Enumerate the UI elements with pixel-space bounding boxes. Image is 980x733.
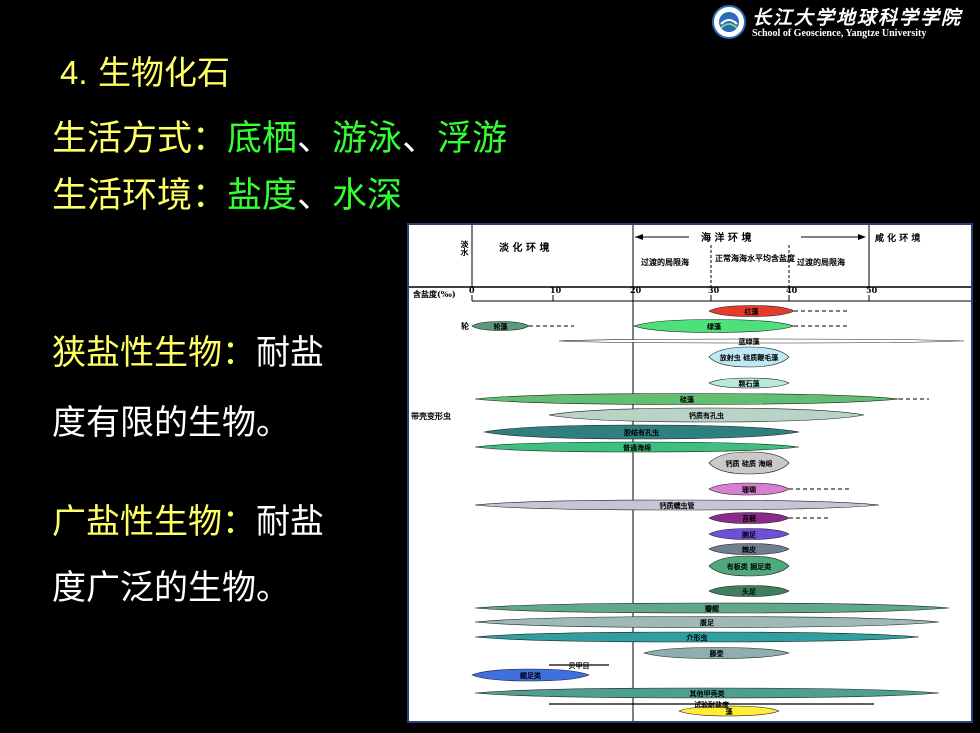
logo-chinese-name: 长江大学地球科学学院 (752, 7, 963, 29)
band-label: 轮藻 (494, 322, 509, 331)
lifestyle-benthic: 底栖 (227, 119, 298, 159)
tolerance-band (643, 647, 790, 659)
tolerance-band (474, 687, 940, 699)
band-label: 蓝绿藻 (739, 337, 761, 346)
header-fresh: 淡水 (459, 240, 470, 257)
side-label-rotifer: 轮 (461, 321, 469, 331)
lifestyle-line: 生活方式：底栖、游泳、浮游 (52, 110, 507, 161)
diagram-canvas: 淡水 淡 化 环 境 海 洋 环 境 咸 化 环 境 过渡的局限海 正常海海水平… (409, 225, 971, 721)
band-label: 红藻 (745, 307, 760, 316)
stenohaline-line2: 度有限的生物。 (52, 403, 290, 443)
tick-label: 20 (630, 285, 642, 295)
tolerance-band (708, 451, 790, 475)
tick-label: 50 (866, 285, 878, 295)
tick-label: 30 (708, 285, 720, 295)
tolerance-band (708, 555, 790, 577)
separator: 、 (402, 119, 438, 159)
stenohaline-text-a: 耐盐 (256, 333, 324, 373)
tolerance-band (708, 377, 790, 389)
band-label: 腕足 (741, 530, 757, 539)
tolerance-band (474, 631, 920, 643)
emblem-icon (712, 5, 746, 39)
euryhaline-line2: 度广泛的生物。 (52, 568, 290, 608)
band-label: 有板类 掘足类 (727, 562, 772, 571)
euryhaline-label: 广盐性生物： (52, 502, 256, 542)
band-label: 钙质蠕虫管 (660, 501, 695, 510)
band-label: 苔藓 (742, 514, 756, 523)
tick-label: 0 (469, 285, 475, 295)
band-label: 腹足 (699, 618, 715, 627)
band-label: 珊瑚 (742, 485, 756, 494)
header-saline: 咸 化 环 境 (875, 232, 920, 244)
tick-label: 10 (550, 285, 562, 295)
tolerance-band (708, 346, 790, 368)
tolerance-band (474, 616, 940, 628)
side-label-foram: 带壳变形虫 (411, 411, 451, 421)
band-label: 藤壶 (709, 649, 724, 658)
band-label: 头足 (742, 587, 757, 596)
band-label: 棘皮 (741, 545, 756, 554)
tolerance-band (548, 407, 865, 423)
environment-label: 生活环境： (52, 176, 228, 216)
tolerance-band (471, 668, 590, 682)
band-label: 钙质 硅质 海绵 (726, 459, 773, 468)
sub-transition-high: 过渡的局限海 (797, 257, 845, 267)
axis-label: 含盐度(‰) (413, 289, 456, 299)
environment-depth: 水深 (332, 176, 403, 216)
salinity-tolerance-diagram: 淡水 淡 化 环 境 海 洋 环 境 咸 化 环 境 过渡的局限海 正常海海水平… (407, 223, 973, 723)
sub-normal: 正常海海水平均含盐度 (715, 253, 796, 263)
header-marine: 海 洋 环 境 (701, 231, 751, 244)
lifestyle-label: 生活方式： (52, 119, 228, 159)
slide-title: 4. 生物化石 (60, 46, 230, 94)
band-label: 其他甲壳类 (690, 689, 726, 698)
environment-salinity: 盐度 (227, 176, 298, 216)
euryhaline-text-a: 耐盐 (256, 502, 324, 542)
tolerance-band (474, 602, 950, 614)
band-label: 贝甲目 (569, 661, 590, 670)
euryhaline-line1: 广盐性生物：耐盐 (52, 494, 324, 543)
band-label: 胶结有孔虫 (624, 428, 659, 437)
title-text: 生物化石 (98, 53, 231, 92)
band-label: 钙质有孔虫 (689, 411, 724, 420)
band-label: 瓣鳃 (705, 604, 719, 613)
band-label: 介形虫 (686, 633, 708, 642)
header-brackish: 淡 化 环 境 (499, 241, 549, 254)
band-label: 颗石藻 (739, 379, 761, 388)
university-logo: 长江大学地球科学学院 School of Geoscience, Yangtze… (712, 2, 980, 42)
separator: 、 (297, 119, 333, 159)
tolerance-band (558, 338, 965, 344)
stenohaline-label: 狭盐性生物： (52, 333, 256, 373)
tolerance-band (474, 499, 880, 511)
band-label: 藻 (726, 707, 734, 716)
band-label: 绿藻 (707, 322, 722, 331)
band-label: 放射虫 硅质鞭毛藻 (719, 353, 779, 362)
tolerance-band (678, 705, 780, 717)
title-number: 4. (60, 54, 88, 91)
lifestyle-planktonic: 浮游 (437, 119, 508, 159)
logo-english-name: School of Geoscience, Yangtze University (752, 28, 927, 39)
tolerance-band (483, 424, 800, 440)
band-label: 试验耐盐度 (694, 700, 730, 709)
band-label: 普通海绵 (623, 443, 651, 452)
tolerance-band (474, 441, 800, 453)
band-label: 鳃足类 (520, 671, 542, 680)
tolerance-band (708, 528, 790, 540)
tolerance-band (708, 543, 790, 555)
sub-transition-low: 过渡的局限海 (641, 257, 689, 267)
environment-line: 生活环境：盐度、水深 (52, 167, 402, 218)
separator: 、 (297, 176, 333, 216)
band-label: 硅藻 (680, 395, 695, 404)
tolerance-band (708, 585, 790, 597)
lifestyle-nektonic: 游泳 (332, 119, 403, 159)
tick-label: 40 (786, 285, 798, 295)
stenohaline-line1: 狭盐性生物：耐盐 (52, 325, 324, 374)
